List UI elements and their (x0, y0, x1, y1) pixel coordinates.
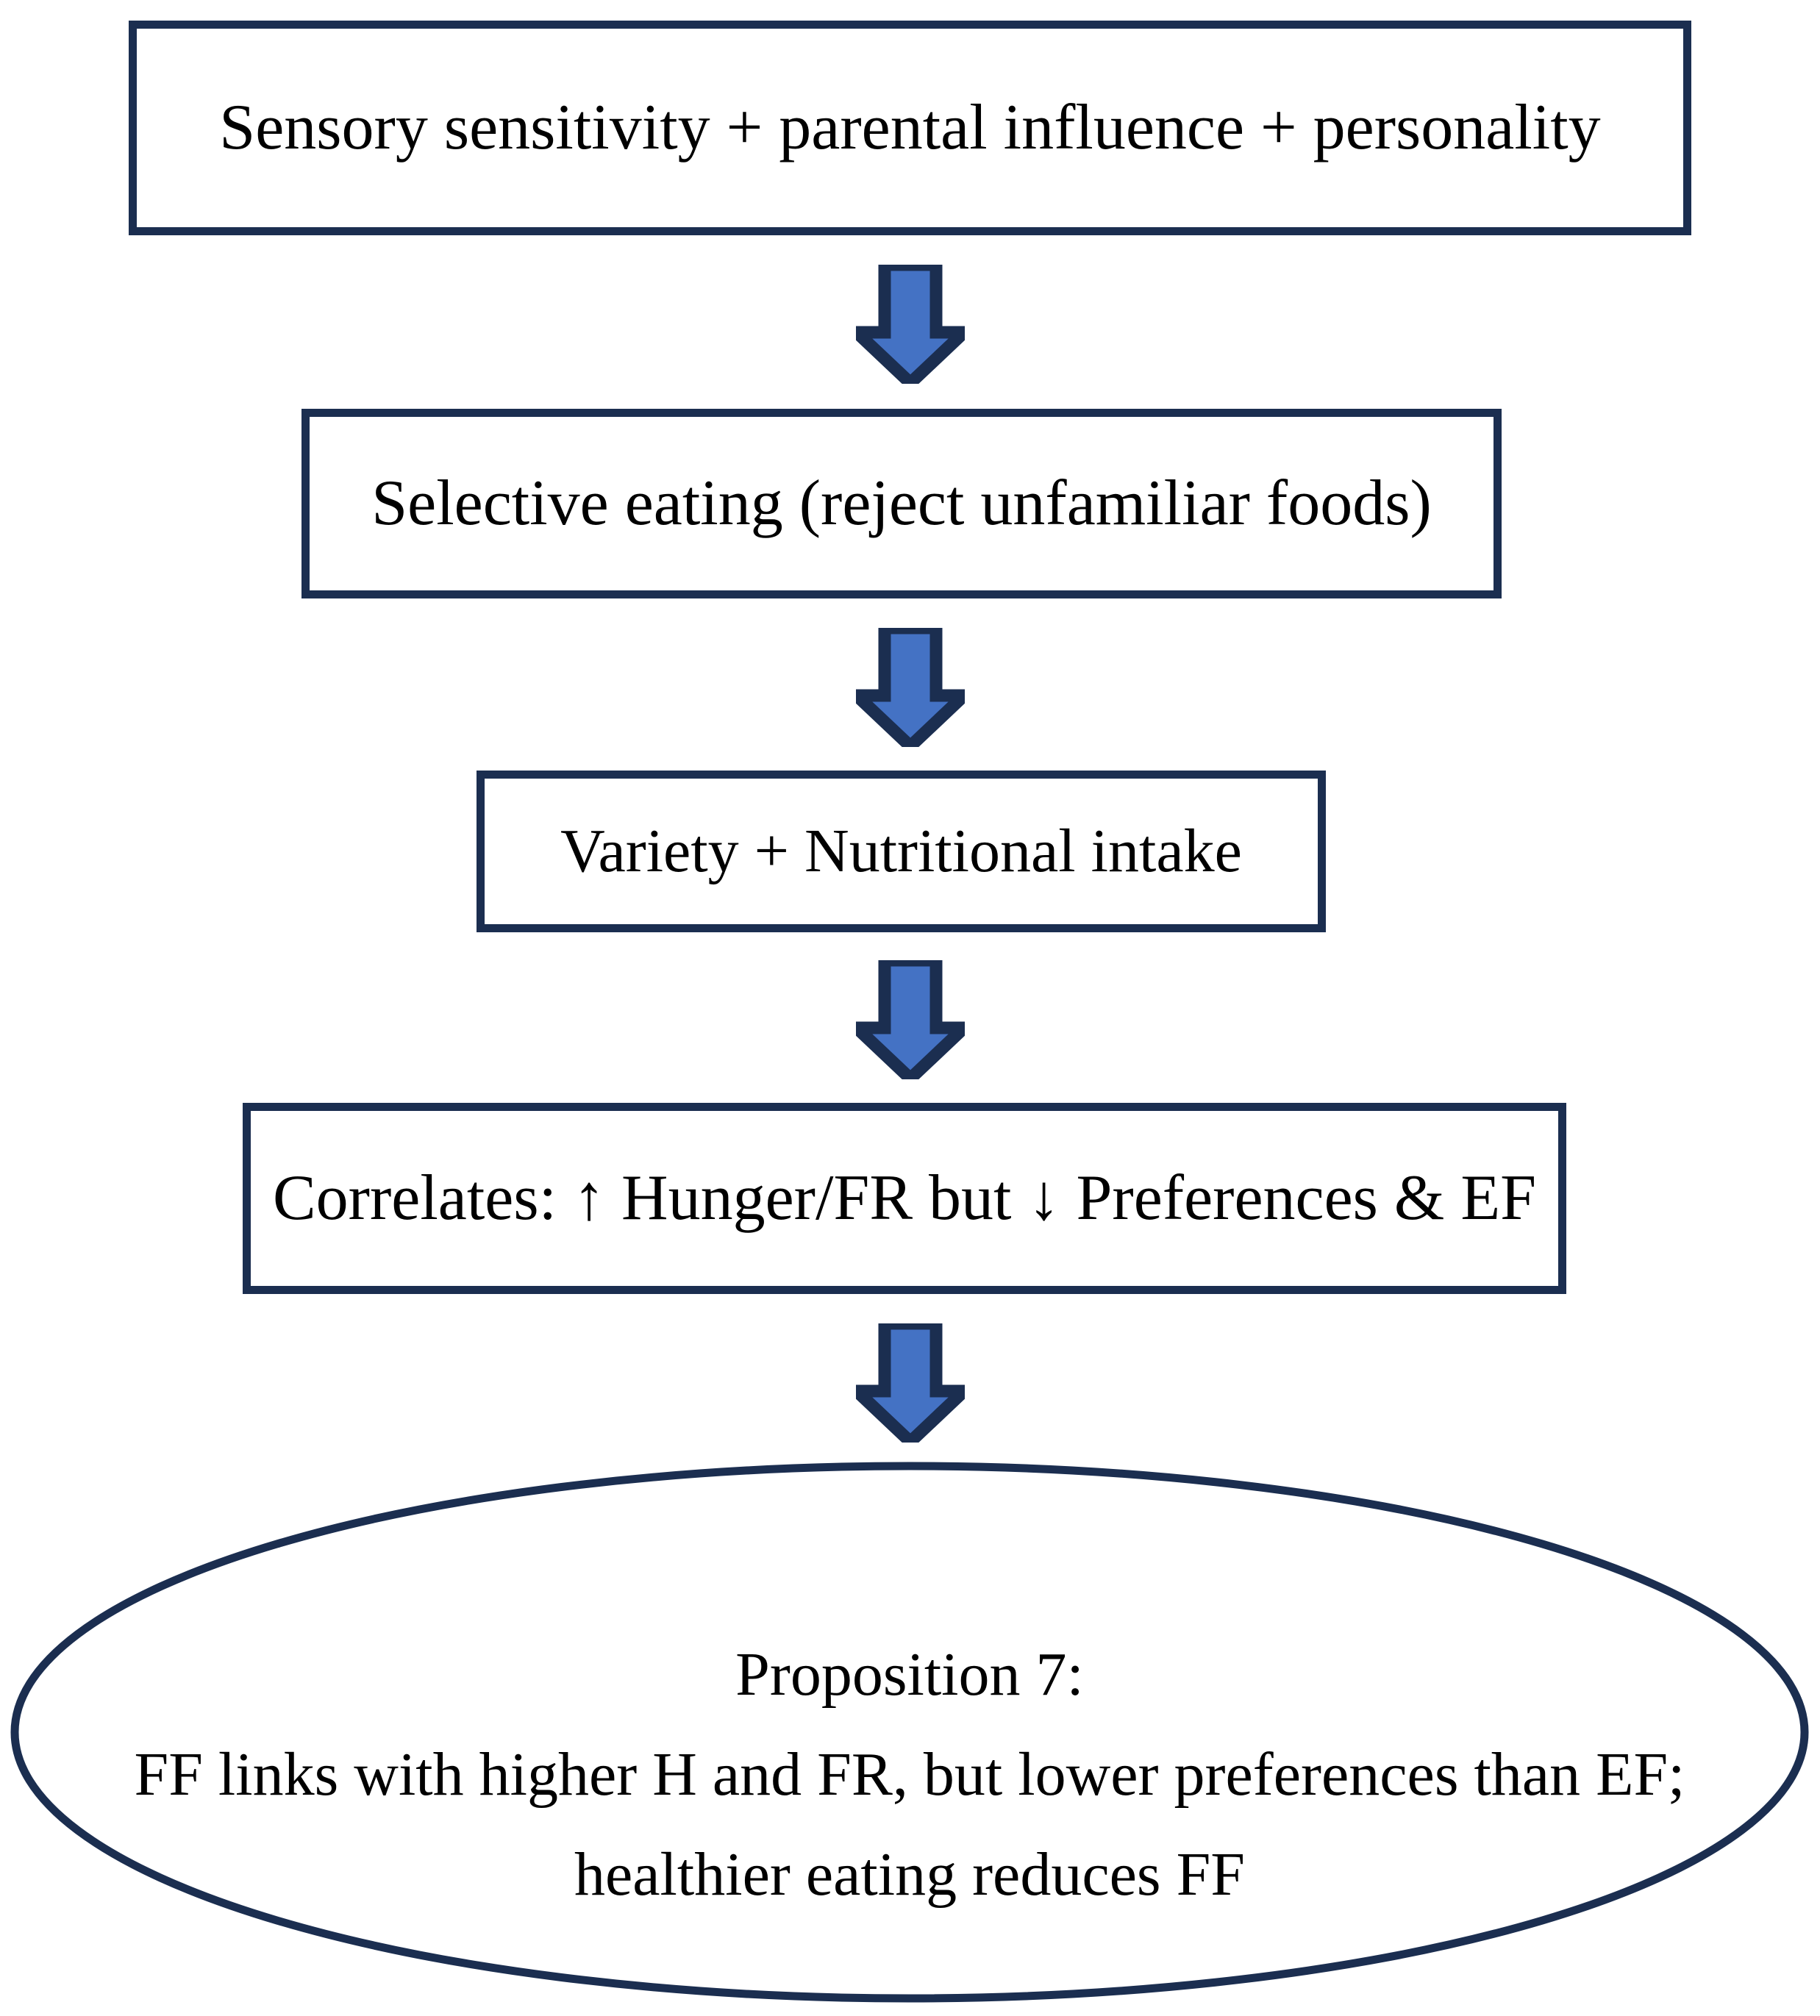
proposition-text-block: Proposition 7: FF links with higher H an… (9, 1625, 1810, 1925)
proposition-line-2: FF links with higher H and FR, but lower… (134, 1740, 1685, 1809)
flow-node-variety-nutritional-intake: Variety + Nutritional intake (477, 771, 1326, 932)
down-arrow-icon (856, 628, 965, 747)
flow-node-sensory-sensitivity: Sensory sensitivity + parental influence… (129, 21, 1691, 235)
down-arrow-icon (856, 1323, 965, 1443)
flow-node-label: Variety + Nutritional intake (560, 816, 1242, 885)
flow-node-label: Correlates: ↑ Hunger/FR but ↓ Preference… (272, 1162, 1537, 1234)
proposition-line-3: healthier eating reduces FF (574, 1840, 1246, 1909)
flow-node-label: Sensory sensitivity + parental influence… (219, 92, 1601, 164)
ellipse-outline (9, 1460, 1810, 2004)
flow-node-proposition-7: Proposition 7: FF links with higher H an… (9, 1460, 1810, 2004)
down-arrow-icon (856, 265, 965, 384)
flow-node-label: Selective eating (reject unfamiliar food… (371, 468, 1432, 540)
proposition-line-1: Proposition 7: (735, 1640, 1084, 1709)
flow-node-selective-eating: Selective eating (reject unfamiliar food… (301, 409, 1502, 598)
flow-node-correlates: Correlates: ↑ Hunger/FR but ↓ Preference… (243, 1103, 1566, 1294)
down-arrow-icon (856, 960, 965, 1079)
